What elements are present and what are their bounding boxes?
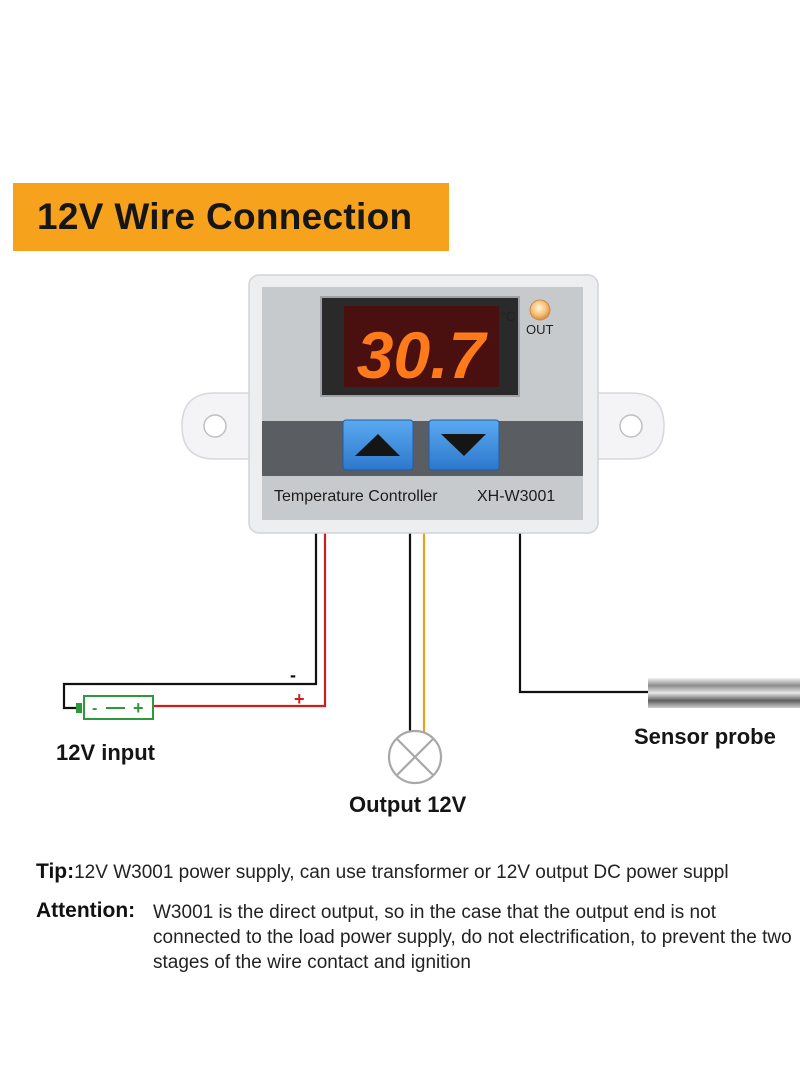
out-label: OUT [526,322,554,337]
input-label: 12V input [56,740,156,765]
title-banner: 12V Wire Connection [13,183,449,251]
sensor-label: Sensor probe [634,724,776,749]
negative-wire [62,532,318,710]
plus-sign: + [294,689,305,709]
battery-plus: + [133,698,144,718]
attention-label: Attention: [36,899,136,922]
unit-label: °C [500,308,516,324]
out-led [529,299,551,321]
display-value: 30.7 [357,318,489,392]
sensor-wire [518,532,650,694]
down-button[interactable] [428,419,500,471]
tip-line: Tip:12V W3001 power supply, can use tran… [36,860,729,884]
button-band [262,421,583,476]
triangle-down-icon [441,434,486,456]
tip-text: 12V W3001 power supply, can use transfor… [74,862,729,883]
wires [62,532,650,733]
display-window [344,306,499,387]
device-name: Temperature Controller [274,488,438,505]
sensor-probe-icon [648,678,800,708]
battery-icon: - + [76,695,154,720]
positive-wire [153,532,327,708]
device-model: XH-W3001 [477,488,555,505]
up-button[interactable] [342,419,414,471]
mounting-hole-right [619,414,643,438]
lamp-icon [387,729,443,785]
minus-sign: - [290,665,296,685]
triangle-up-icon [355,434,400,456]
mounting-hole-left [203,414,227,438]
tip-label: Tip: [36,860,75,883]
temperature-controller: 30.7 °C OUT Temperature Controller XH-W3… [181,274,665,534]
attention-text: W3001 is the direct output, so in the ca… [153,902,792,973]
output-label: Output 12V [349,792,467,817]
page-title: 12V Wire Connection [37,196,413,237]
battery-minus: - [92,700,97,717]
